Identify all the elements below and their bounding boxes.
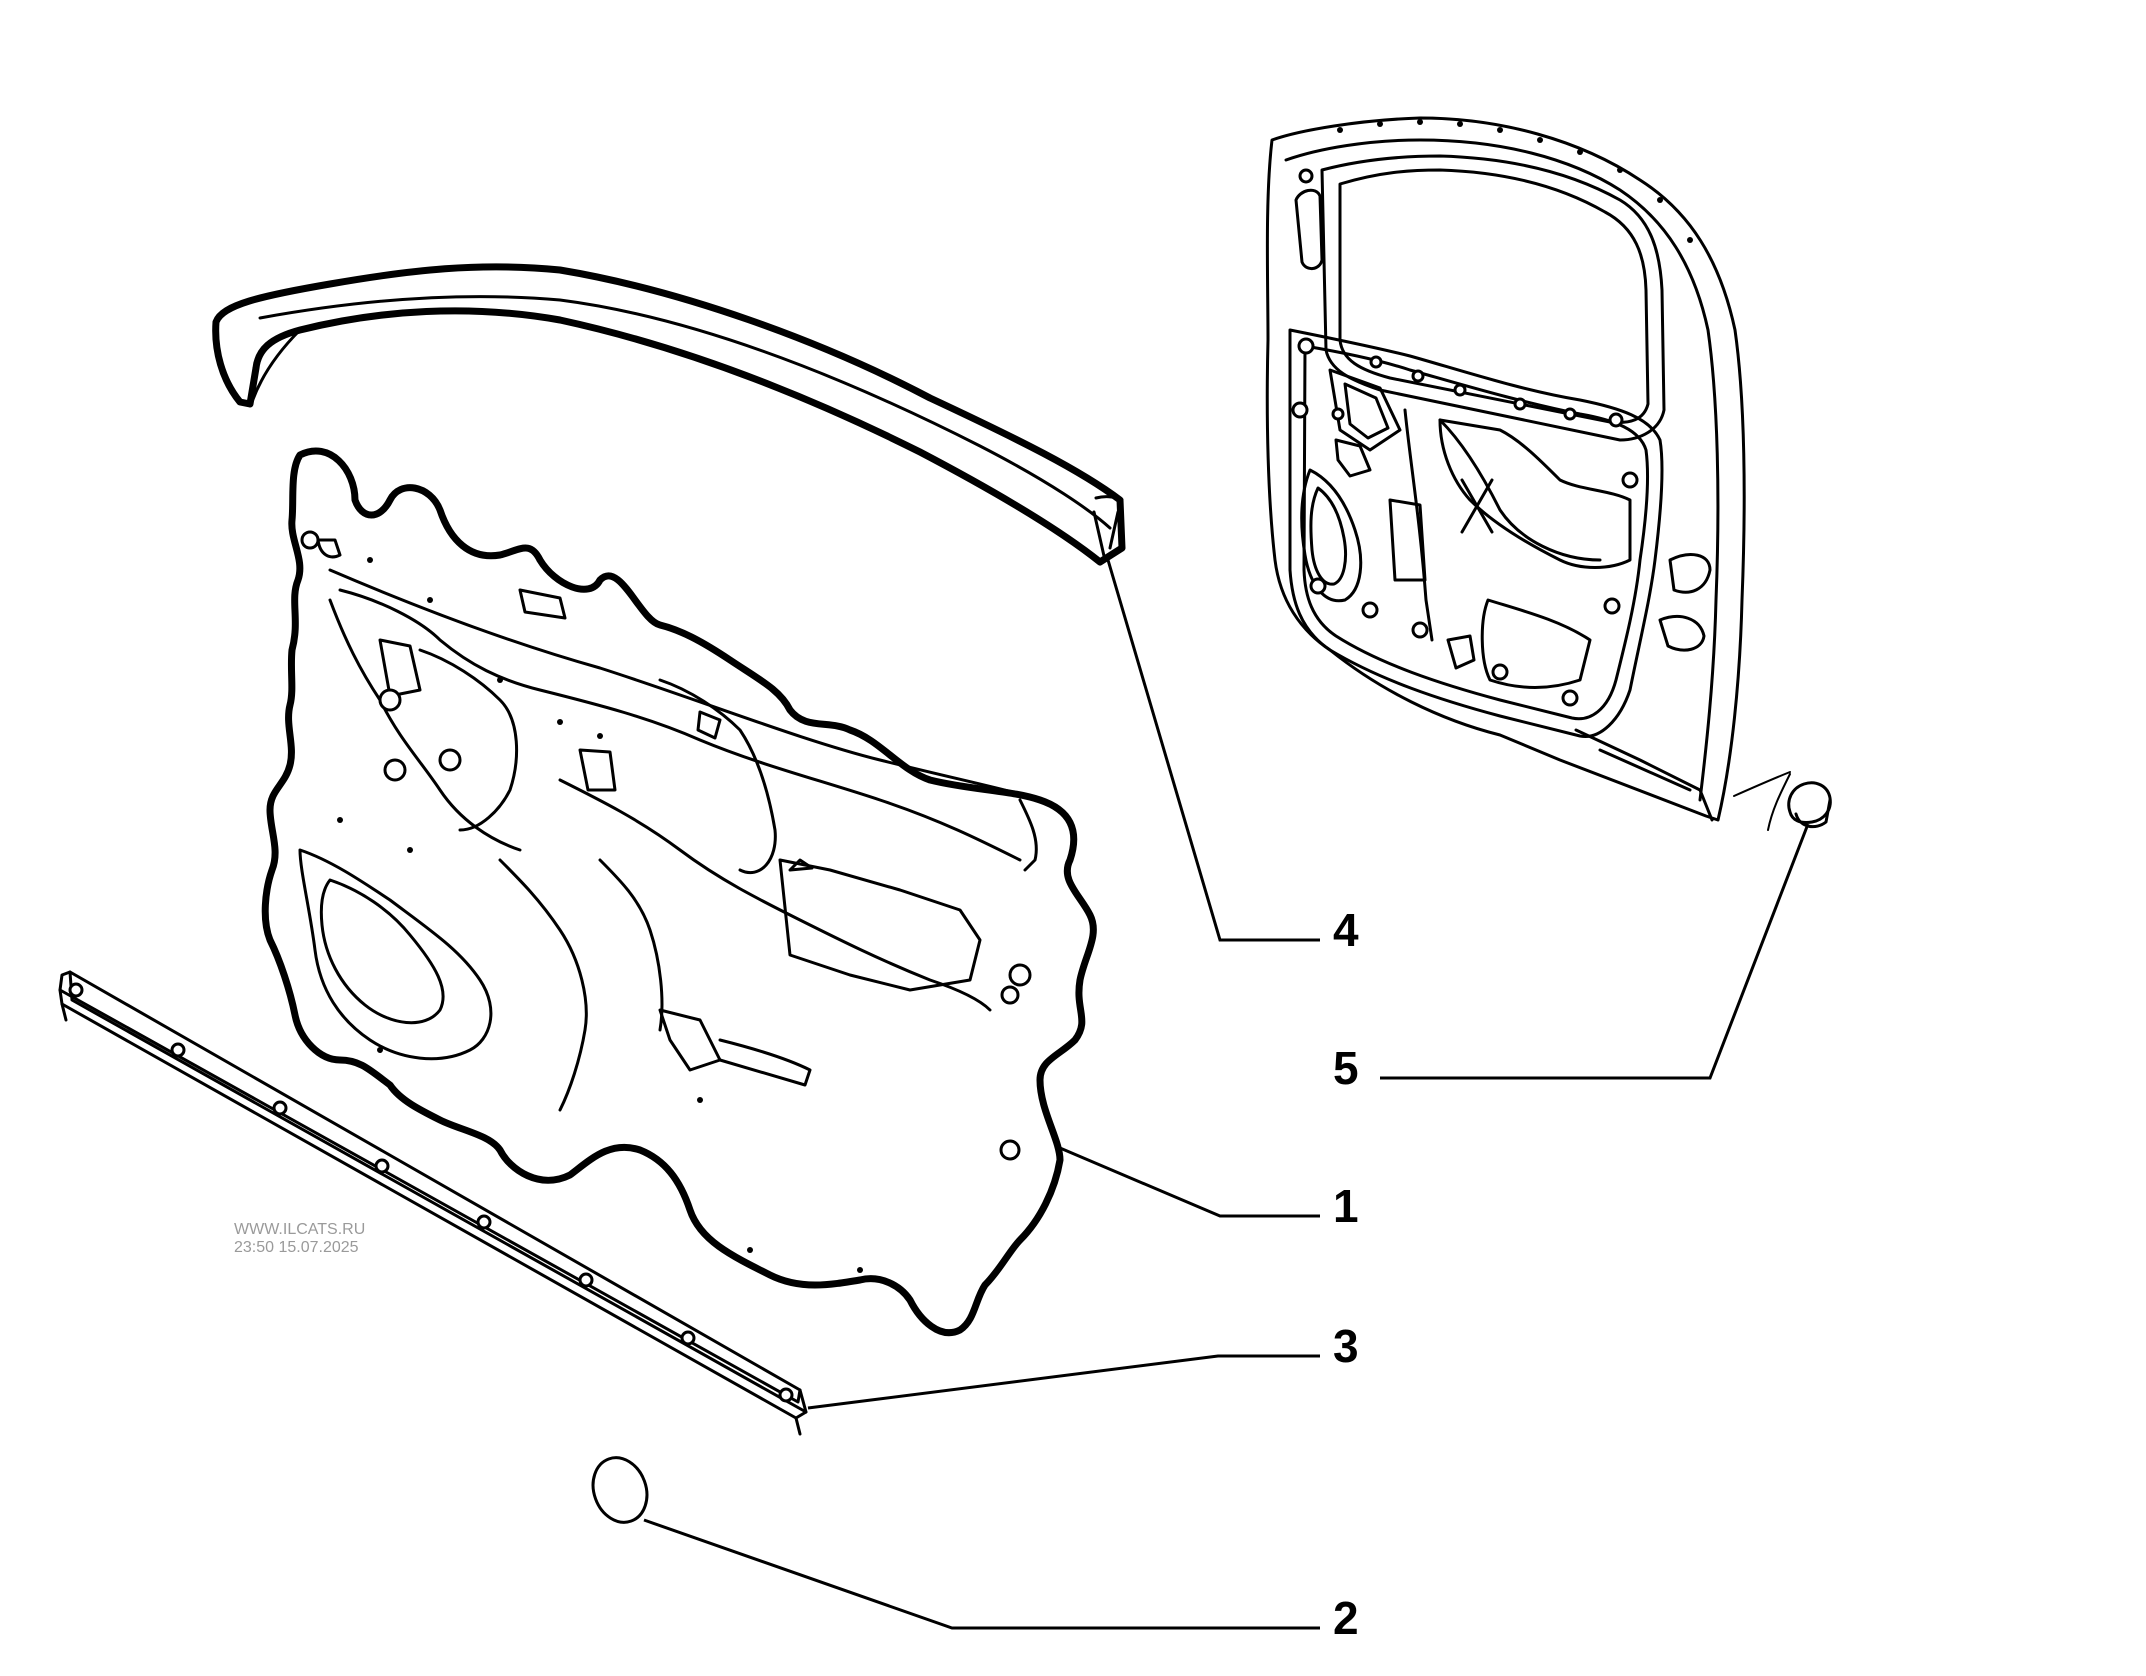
leader-2 (643, 1518, 1320, 1630)
leader-1 (1059, 1146, 1320, 1218)
leader-5 (1380, 823, 1810, 1080)
watermark-site: WWW.ILCATS.RU (234, 1221, 365, 1238)
callout-2: 2 (1333, 1592, 1359, 1644)
door-shell (1265, 116, 1746, 822)
callout-4: 4 (1333, 904, 1359, 956)
part-3-lower-seal-strip[interactable] (58, 970, 808, 1436)
part-1-door-panel[interactable] (261, 447, 1097, 1337)
part-4-upper-seal[interactable] (212, 263, 1126, 566)
leader-4 (1106, 559, 1320, 942)
part-2-round-plug[interactable] (584, 1450, 655, 1530)
callout-labels: 4 5 1 3 2 (1333, 904, 1359, 1644)
leader-3 (807, 1354, 1320, 1410)
callout-1: 1 (1333, 1180, 1359, 1232)
leader-lines (643, 559, 1810, 1630)
watermark-datetime: 23:50 15.07.2025 (234, 1239, 359, 1256)
watermark: WWW.ILCATS.RU 23:50 15.07.2025 (234, 1221, 365, 1256)
callout-3: 3 (1333, 1320, 1359, 1372)
callout-5: 5 (1333, 1042, 1359, 1094)
part-5-rubber-stop[interactable] (1733, 771, 1832, 831)
